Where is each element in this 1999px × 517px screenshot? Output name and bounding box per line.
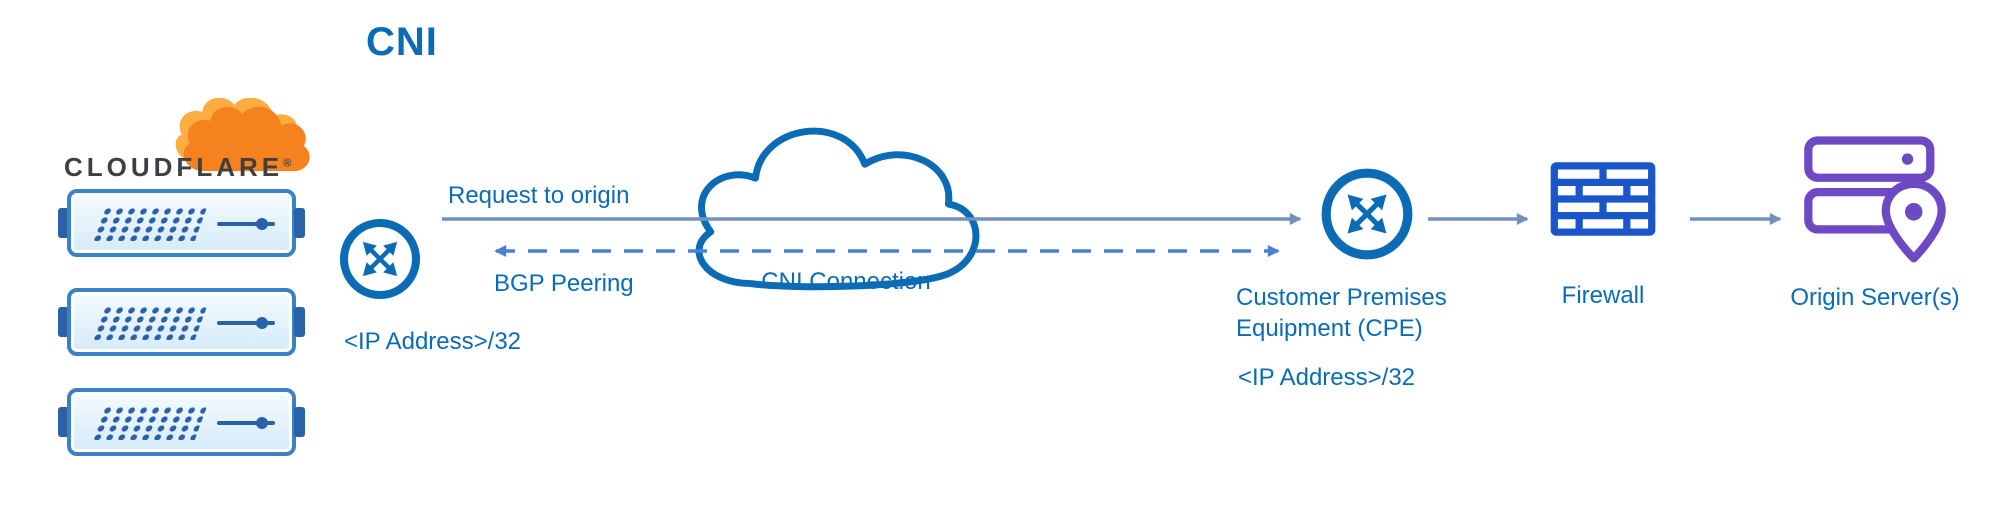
server-led-dot [256, 317, 268, 329]
cloudflare-logo-cloud-icon [175, 98, 310, 172]
cni-connection-label: CNI Connection [761, 268, 931, 295]
server-vent-dots [90, 406, 208, 440]
firewall-label: Firewall [1561, 282, 1645, 309]
origin-server-icon [1804, 136, 1946, 263]
left-router-ip-label: <IP Address>/32 [344, 328, 522, 355]
server-mount-tab [58, 208, 69, 238]
server-mount-tab [294, 307, 305, 337]
server-mount-tab [294, 208, 305, 238]
server-led-dot [256, 218, 268, 230]
cpe-ip-label: <IP Address>/32 [1238, 364, 1416, 391]
origin-server-label: Origin Server(s) [1790, 284, 1960, 311]
server-mount-tab [294, 407, 305, 437]
server-vent-dots [90, 306, 208, 340]
server-led-dot [256, 417, 268, 429]
server-mount-tab [58, 307, 69, 337]
cpe-label: Customer Premises Equipment (CPE) [1236, 284, 1447, 343]
cpe-router-icon [1321, 168, 1413, 260]
server-slot-line [217, 321, 275, 325]
edge-server-1 [58, 189, 305, 257]
edge-server-3 [58, 388, 305, 456]
diagram-title: CNI [366, 20, 438, 64]
server-slot-line [217, 421, 275, 425]
bgp-peering-label: BGP Peering [494, 270, 634, 297]
cloudflare-wordmark: CLOUDFLARE® [64, 152, 292, 182]
server-vent-dots [90, 207, 208, 241]
server-chassis [67, 288, 296, 356]
server-chassis [67, 388, 296, 456]
cloudflare-router-icon [339, 218, 421, 300]
request-to-origin-label: Request to origin [448, 182, 630, 209]
firewall-icon [1550, 162, 1656, 236]
location-pin-icon [1881, 179, 1946, 263]
server-mount-tab [58, 407, 69, 437]
server-chassis [67, 189, 296, 257]
edge-server-2 [58, 288, 305, 356]
server-slot-line [217, 222, 275, 226]
registered-trademark: ® [283, 157, 292, 170]
